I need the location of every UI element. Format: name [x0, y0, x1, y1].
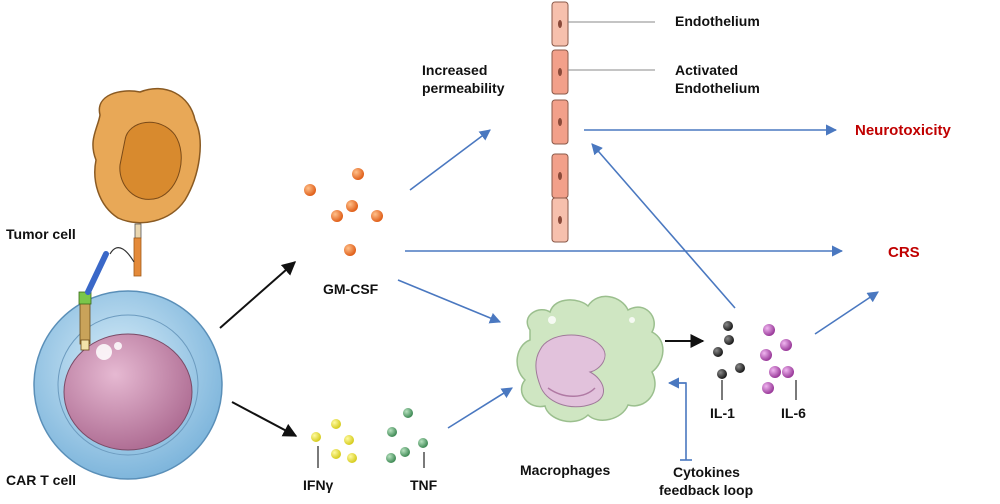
arrow-il6-to-crs — [814, 291, 879, 335]
endothelium-label: Endothelium — [675, 13, 760, 29]
gm-csf-label: GM-CSF — [323, 281, 379, 297]
blue-arrows — [397, 124, 879, 461]
il6-particles — [760, 324, 797, 400]
car-t-cell-label: CAR T cell — [6, 472, 77, 488]
cytokines-feedback-label-line2: feedback loop — [659, 482, 754, 498]
il1-label: IL-1 — [710, 405, 735, 421]
activated-endothelium-label-line1: Activated — [675, 62, 739, 78]
increased-permeability-label-line1: Increased — [422, 62, 488, 78]
arrow-tnf-to-macrophages — [447, 387, 513, 429]
crs-label: CRS — [888, 244, 920, 261]
arrow-il1-to-vessel — [591, 143, 736, 309]
macrophages-label: Macrophages — [520, 462, 611, 478]
tumor-cell-label: Tumor cell — [6, 226, 76, 242]
activated-endothelium-label-line2: Endothelium — [675, 80, 760, 96]
black-arrows — [219, 261, 705, 437]
macrophage-icon — [516, 295, 664, 423]
tumor-cell-icon — [92, 87, 201, 277]
gm-csf-particles — [304, 168, 383, 256]
tnf-particles — [386, 408, 428, 468]
cytokines-feedback-label-line1: Cytokines — [673, 464, 740, 480]
il6-label: IL-6 — [781, 405, 806, 421]
ifn-gamma-particles — [311, 419, 357, 468]
tnf-label: TNF — [410, 477, 438, 493]
car-t-cell-icon — [33, 247, 223, 480]
arrow-cart-to-gmcsf — [219, 261, 297, 329]
blood-vessel-icon — [551, 1, 655, 243]
il1-particles — [713, 321, 745, 400]
ifn-gamma-label: IFNγ — [303, 477, 334, 493]
increased-permeability-label-line2: permeability — [422, 80, 505, 96]
feedback-loop-line — [676, 382, 687, 460]
arrow-gmcsf-to-macrophages — [397, 279, 502, 324]
neurotoxicity-label: Neurotoxicity — [855, 122, 951, 139]
arrow-cart-to-ifng — [231, 401, 298, 437]
arrow-gmcsf-to-permeability — [409, 129, 491, 191]
